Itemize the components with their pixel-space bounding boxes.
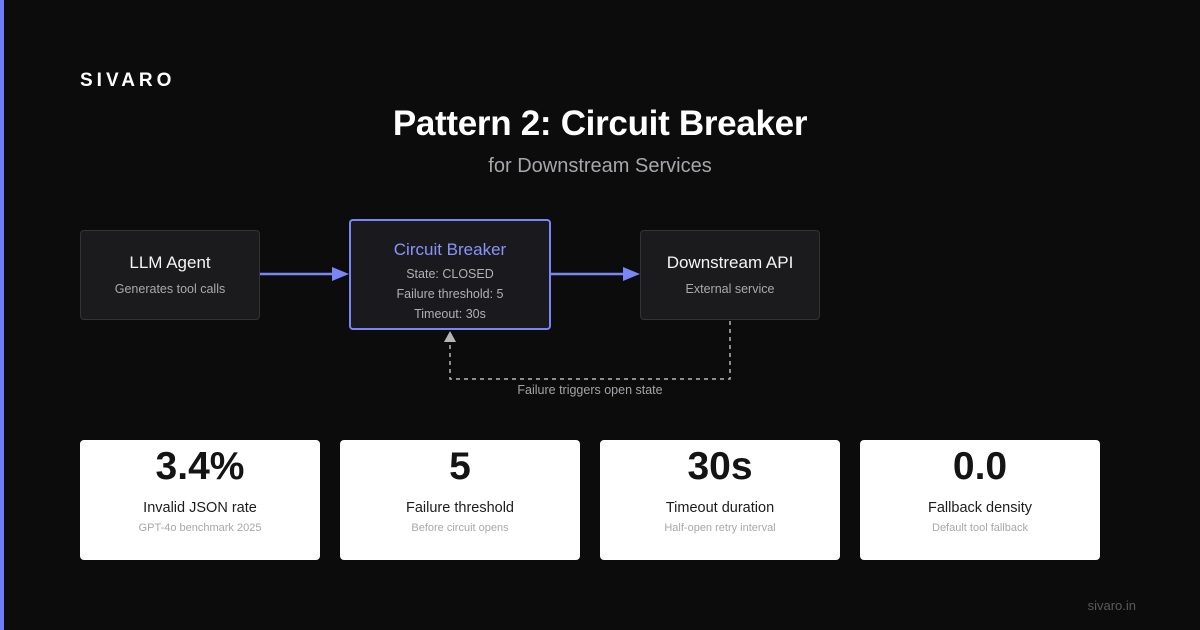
node-llm-agent-title: LLM Agent bbox=[129, 253, 211, 272]
stat-label: Timeout duration bbox=[665, 500, 775, 516]
stat-label: Failure threshold bbox=[406, 500, 514, 516]
breaker-threshold: Failure threshold: 5 bbox=[396, 287, 504, 301]
node-downstream-api: Downstream API External service bbox=[640, 230, 820, 320]
stat-label: Fallback density bbox=[928, 500, 1032, 516]
accent-bar bbox=[0, 0, 4, 630]
node-circuit-breaker-title: Circuit Breaker bbox=[393, 240, 507, 259]
page-title: Pattern 2: Circuit Breaker bbox=[392, 104, 808, 143]
node-downstream-api-title: Downstream API bbox=[666, 253, 794, 272]
stat-value: 3.4% bbox=[155, 445, 245, 488]
stat-card-failure-threshold: 5 Failure threshold Before circuit opens bbox=[340, 440, 580, 560]
stat-label: Invalid JSON rate bbox=[143, 500, 257, 516]
node-circuit-breaker: Circuit Breaker State: CLOSED Failure th… bbox=[349, 219, 551, 330]
stat-card-timeout: 30s Timeout duration Half-open retry int… bbox=[600, 440, 840, 560]
arrowhead-agent-to-breaker bbox=[332, 267, 349, 281]
brand-logo: SIVARO bbox=[80, 70, 176, 91]
stat-note: GPT-4o benchmark 2025 bbox=[138, 522, 262, 534]
breaker-state: State: CLOSED bbox=[406, 267, 494, 281]
stat-note: Half-open retry interval bbox=[664, 522, 776, 534]
stat-value: 5 bbox=[449, 445, 471, 488]
breaker-timeout: Timeout: 30s bbox=[414, 307, 486, 321]
stat-note: Default tool fallback bbox=[932, 522, 1028, 534]
node-downstream-api-sub: External service bbox=[685, 282, 775, 296]
stat-card-invalid-json: 3.4% Invalid JSON rate GPT-4o benchmark … bbox=[80, 440, 320, 560]
feedback-loop-label: Failure triggers open state bbox=[517, 383, 663, 397]
page-subtitle: for Downstream Services bbox=[488, 155, 712, 177]
arrowhead-feedback bbox=[444, 331, 456, 342]
footer-domain: sivaro.in bbox=[1087, 598, 1136, 613]
arrowhead-breaker-to-api bbox=[623, 267, 640, 281]
stat-value: 30s bbox=[687, 445, 753, 488]
stat-value: 0.0 bbox=[952, 445, 1008, 488]
stat-card-fallback-density: 0.0 Fallback density Default tool fallba… bbox=[860, 440, 1100, 560]
node-llm-agent-sub: Generates tool calls bbox=[114, 282, 226, 296]
stat-note: Before circuit opens bbox=[411, 522, 509, 534]
node-llm-agent: LLM Agent Generates tool calls bbox=[80, 230, 260, 320]
